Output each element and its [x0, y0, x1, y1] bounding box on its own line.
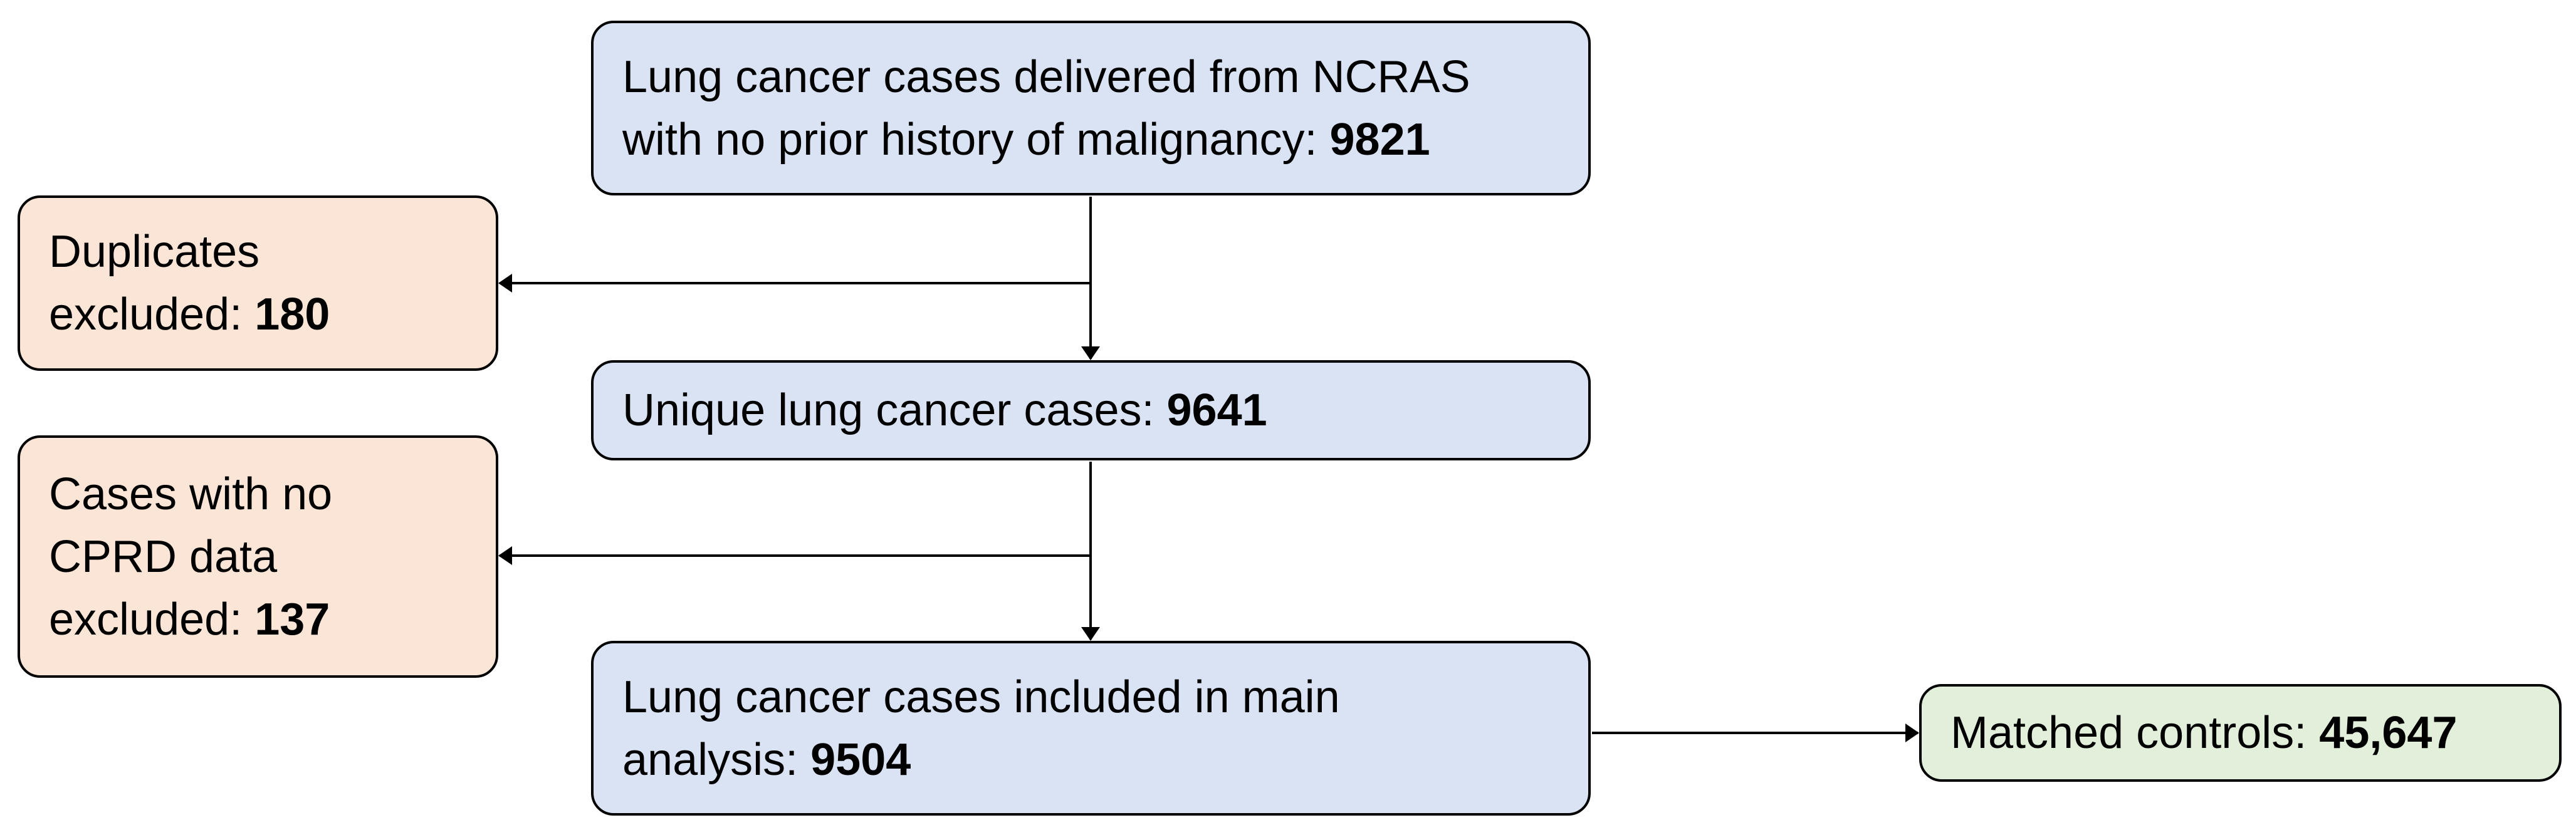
box-ncras-cases: Lung cancer cases delivered from NCRAS w…	[591, 21, 1591, 195]
duplicates-line1: Duplicates	[49, 227, 260, 277]
box-main-analysis-cases: Lung cancer cases included in main analy…	[591, 641, 1591, 816]
no-cprd-count: 137	[254, 594, 330, 645]
matched-controls-label: Matched controls:	[1950, 708, 2320, 758]
box-unique-cases: Unique lung cancer cases: 9641	[591, 360, 1591, 460]
box-duplicates-excluded: Duplicates excluded: 180	[18, 195, 498, 371]
ncras-line2: with no prior history of malignancy:	[622, 114, 1330, 165]
matched-controls-count: 45,647	[2319, 708, 2458, 758]
no-cprd-line2: CPRD data	[49, 531, 278, 582]
ncras-line1: Lung cancer cases delivered from NCRAS	[622, 51, 1470, 102]
main-analysis-line2: analysis:	[622, 734, 811, 785]
duplicates-line2: excluded:	[49, 289, 255, 340]
box-matched-controls: Matched controls: 45,647	[1919, 684, 2562, 782]
ncras-count: 9821	[1329, 114, 1430, 165]
unique-label: Unique lung cancer cases:	[622, 385, 1167, 435]
duplicates-count: 180	[254, 289, 330, 340]
main-analysis-line1: Lung cancer cases included in main	[622, 672, 1340, 722]
unique-count: 9641	[1166, 385, 1267, 435]
main-analysis-count: 9504	[810, 734, 911, 785]
box-no-cprd-excluded: Cases with no CPRD data excluded: 137	[18, 435, 498, 678]
no-cprd-line3: excluded:	[49, 594, 255, 645]
no-cprd-line1: Cases with no	[49, 469, 333, 519]
